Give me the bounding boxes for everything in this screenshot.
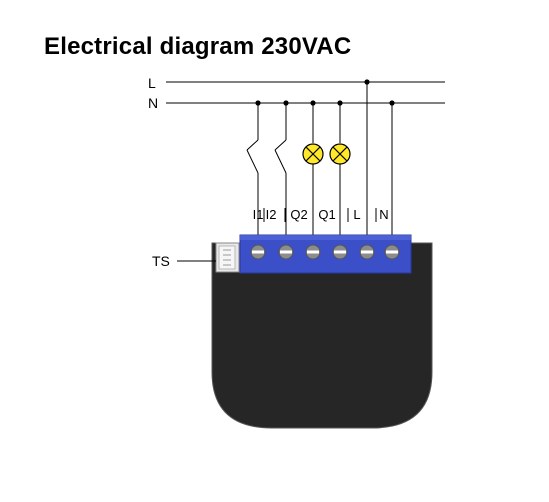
page-title: Electrical diagram 230VAC [44, 33, 352, 60]
line-n-label: N [148, 95, 158, 111]
lamp-q2 [302, 103, 324, 236]
switch-i1 [246, 103, 259, 236]
ts-label: TS [152, 253, 170, 269]
lamp-q1 [329, 103, 351, 236]
device-body [211, 242, 433, 429]
line-l-label: L [148, 75, 156, 91]
terminal-label-n: N [379, 207, 388, 222]
terminal-label-l: L [353, 207, 360, 222]
switch-i2 [274, 103, 287, 236]
terminal-block [239, 234, 412, 274]
terminal-label-q1: Q1 [318, 207, 335, 222]
terminal-label-i2: I2 [266, 207, 277, 222]
ts-connector [215, 242, 240, 273]
terminal-label-q2: Q2 [290, 207, 307, 222]
terminal-screws [250, 244, 400, 260]
terminal-label-i1: I1 [253, 207, 264, 222]
